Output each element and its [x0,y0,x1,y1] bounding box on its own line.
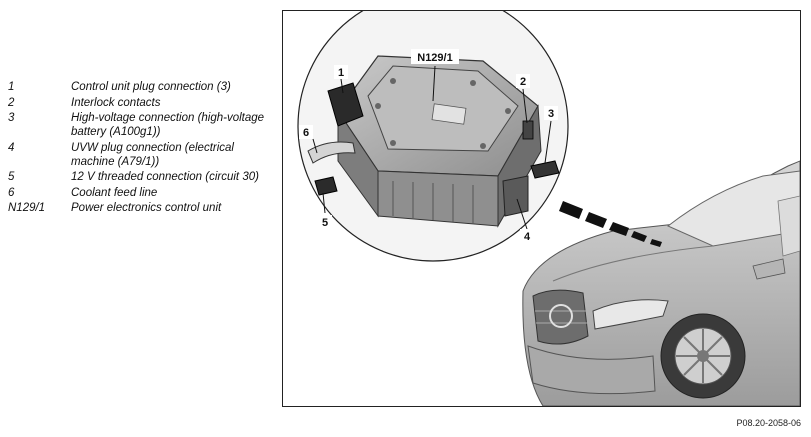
callout-box-6 [299,125,313,139]
detail-pointer [559,201,662,247]
legend-row: 3 High-voltage connection (high-voltage … [8,111,270,139]
figure-illustration: N129/1 1 2 3 4 5 6 [297,11,800,406]
legend-row: 5 12 V threaded connection (circuit 30) [8,170,270,184]
car-emblem [549,304,573,328]
legend-key: 3 [8,112,15,124]
legend-row: 1 Control unit plug connection (3) [8,80,270,94]
car-mirror [752,258,786,280]
legend: 1 Control unit plug connection (3) 2 Int… [8,80,270,217]
uvw-plug [502,175,529,217]
car-illustration [522,160,800,406]
callout-4: 4 [524,231,531,243]
legend-key: 1 [8,81,15,93]
control-unit-plug [327,82,364,127]
car-headlight [592,299,669,330]
legend-text: Power electronics control unit [71,202,222,214]
power-electronics-unit [307,55,560,228]
legend-key: 2 [8,96,15,109]
legend-text: Coolant feed line [71,186,158,199]
12v-terminal [314,176,338,196]
legend-row: 4 UVW plug connection (electrical machin… [8,141,270,169]
legend-text: Control unit plug connection (3) [71,81,231,93]
callout-n129: N129/1 [417,52,452,64]
callout-box-4 [520,229,534,243]
legend-text: Interlock contacts [71,96,161,109]
car-hood-line [552,245,714,282]
legend-row: N129/1 Power electronics control unit [8,201,270,215]
callout-lines [312,65,552,230]
legend-row: 6 Coolant feed line [8,186,270,200]
legend-row: 2 Interlock contacts [8,96,270,110]
legend-text: UVW plug connection (electrical machine … [71,141,234,168]
callout-box-1 [334,65,348,79]
legend-key: N129/1 [8,202,46,214]
callout-6: 6 [303,127,309,139]
car-windshield [667,170,800,247]
callout-2: 2 [520,76,526,88]
car-bumper [527,345,656,395]
callout-5: 5 [322,217,328,229]
legend-text: High-voltage connection (high-voltage ba… [71,112,265,138]
legend-text: 12 V threaded connection (circuit 30) [71,171,259,183]
callout-box-n129 [411,49,459,64]
callout-box-5 [318,215,332,229]
legend-key: 5 [8,171,15,183]
interlock-contacts [522,120,534,140]
legend-key: 6 [8,186,15,199]
coolant-line [307,141,356,164]
callout-1: 1 [338,67,344,79]
car-side-window [777,195,800,257]
callout-box-2 [516,74,530,88]
callout-box-3 [544,106,558,120]
callout-3: 3 [548,108,554,120]
hv-connection [530,160,560,179]
car-grille [532,289,589,345]
figure-reference: P08.20-2058-06 [736,418,801,428]
figure-frame: N129/1 1 2 3 4 5 6 [282,10,801,407]
legend-key: 4 [8,141,15,154]
